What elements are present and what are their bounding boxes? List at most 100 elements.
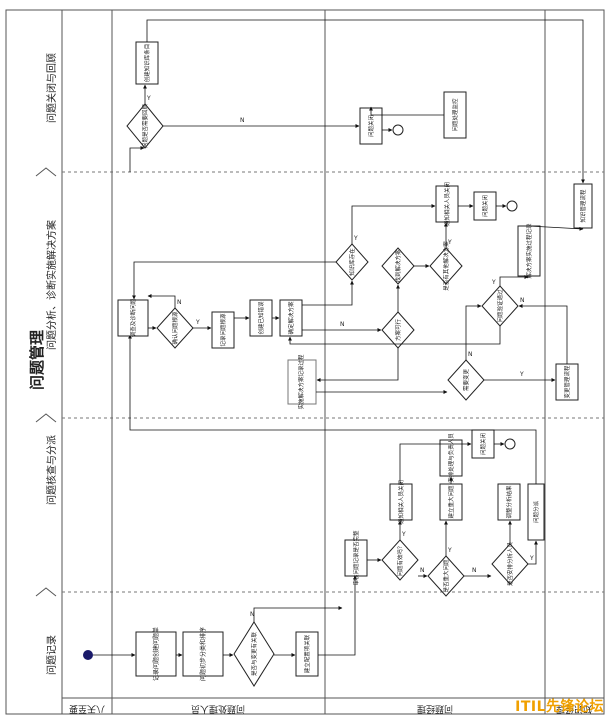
edge-label-n-reason: N — [177, 299, 182, 306]
node-decision-review-needed-label: 问题是否需要回顾 — [141, 104, 149, 149]
node-decision-assign-label: 是否安排分析人员 — [506, 542, 514, 587]
end-node-a — [504, 438, 516, 450]
node-close-c-label: 问题关闭 — [481, 195, 489, 217]
edge-verify-back — [288, 326, 501, 345]
edge-config-up — [318, 575, 357, 656]
node-review-mgmt-label: 问题处理监控 — [451, 98, 459, 132]
edge-label-n-1: N — [250, 611, 255, 618]
node-decision-related-label: 是否与变更有关联 — [250, 632, 258, 677]
edge-label-y-other: Y — [447, 239, 452, 246]
node-decision-major-label: 是否重大问题 — [442, 559, 450, 593]
lane-dividers — [111, 10, 546, 714]
node-record-cause-label: 记录问题根源 — [219, 313, 227, 347]
node-knowledge-flow-label: 知识管理流程 — [579, 189, 587, 223]
edge-feasible-impl — [316, 348, 399, 382]
node-decision-related — [233, 621, 275, 687]
node-handover — [439, 439, 463, 477]
node-decision-knowledge-label: 知识库存在 — [348, 248, 356, 276]
edge-related-up — [253, 606, 343, 622]
node-decision-change-label: 需要变更 — [462, 369, 470, 392]
edge-mgmt-close — [369, 106, 444, 116]
node-close-a-label: 问题关闭 — [479, 433, 487, 455]
node-record-create-label: 记录问题创建问题单 — [152, 627, 160, 681]
edge-label-n-change: N — [468, 351, 473, 358]
edge-dispatch-up — [128, 334, 537, 484]
node-review-record-label: 审核问题记录是否完整 — [352, 530, 360, 586]
edges-phase4 — [129, 19, 585, 184]
node-notify-close-label: 通知相关人员关闭 — [397, 480, 405, 524]
node-solution-confirm — [279, 299, 303, 337]
node-change-mgmt-label: 变更管理流程 — [563, 365, 571, 399]
node-known-error-label: 创建已知错误 — [257, 301, 265, 335]
node-investigate-label: 调查及诊断问题 — [129, 298, 137, 337]
node-decision-valid — [381, 539, 419, 581]
node-assign-analyst-label: 调整分析结果 — [505, 485, 513, 519]
node-establish-problem-label: 建立重大问题 — [447, 485, 455, 519]
node-decision-workaround-label: 找到解决方案 — [394, 249, 402, 283]
edge-knowledge-investigate — [132, 261, 336, 300]
page-title: 问题管理 — [28, 330, 46, 390]
edge-verify-impl2 — [499, 275, 529, 286]
node-decision-feasible-label: 方案可行 — [394, 319, 402, 342]
phase-label-analyze: 问题分析、诊断实施解决方案 — [45, 220, 58, 350]
node-decision-reason-label: 确认问题根源 — [171, 311, 179, 345]
edge-label-y-verify: Y — [491, 279, 496, 286]
separator-tick-3 — [35, 167, 57, 177]
lane-label-0: 八天至要 — [69, 703, 105, 714]
edge-label-y-reason: Y — [195, 319, 200, 326]
edge-label-n-feasible: N — [340, 321, 345, 328]
edge-label-y-assign: Y — [529, 555, 534, 562]
node-config-link-label: 建立配置项关联 — [303, 634, 311, 673]
node-config-link — [295, 631, 319, 677]
separator-tick-2 — [35, 413, 57, 423]
node-investigate — [117, 299, 149, 337]
node-decision-assign — [491, 543, 529, 585]
edge-impl2-knowledge — [528, 225, 584, 231]
node-review-record — [344, 539, 368, 577]
lane-label-3: 知识经理 — [556, 703, 592, 715]
node-solution-confirm-label: 确定解决方案 — [287, 301, 295, 335]
node-decision-verify-label: 问题验证通过 — [496, 289, 504, 323]
node-create-kb-label: 创建知识库条目 — [143, 44, 151, 83]
edge-label-y-knowledge: Y — [353, 235, 358, 242]
node-initial-classify-label: 问题初步分类和排序 — [199, 627, 207, 681]
node-decision-change — [447, 359, 485, 401]
edge-notify-close — [399, 442, 472, 484]
edge-label-n-valid: N — [420, 567, 425, 574]
node-decision-valid-label: 问题有效吗？ — [396, 543, 404, 576]
node-record-cause — [211, 311, 235, 349]
phase-separator-ticks — [35, 167, 57, 597]
edge-change-verify — [465, 304, 482, 360]
node-notify-b-label: 通知相关人员关闭 — [443, 182, 451, 226]
node-notify-close — [389, 483, 413, 521]
node-handover-label: 安排处理与负责人员 — [447, 433, 455, 483]
phase-headers: 问题记录 问题核查与分派 问题分析、诊断实施解决方案 问题关闭与回顾 — [45, 53, 58, 675]
lane-label-1: 问题处理人员 — [191, 703, 245, 715]
start-node — [83, 650, 93, 660]
separator-tick-1 — [35, 587, 57, 597]
edge-mgmt-verify — [518, 304, 568, 364]
node-initial-classify — [182, 631, 224, 677]
node-decision-knowledge — [335, 243, 369, 281]
edge-label-y-review: Y — [146, 95, 151, 102]
edge-assign-dispatch — [528, 540, 538, 565]
node-assign-analyst — [497, 483, 521, 521]
edge-label-y-change: Y — [519, 371, 524, 378]
edge-createkb-knowledge — [146, 19, 585, 184]
edge-label-y-valid: Y — [401, 531, 406, 538]
node-decision-major — [427, 555, 465, 597]
edge-label-y-major: Y — [447, 547, 452, 554]
end-node-c — [506, 200, 518, 212]
node-problem-dispatch-label: 问题分派 — [532, 501, 540, 524]
node-decision-other — [429, 247, 463, 285]
node-notify-b — [435, 185, 459, 223]
phase-label-review: 问题核查与分派 — [45, 435, 58, 505]
edge-label-n-review: N — [240, 117, 245, 124]
node-impl-record-label: 实施解决方案记录过程 — [297, 354, 305, 410]
phase-label-record: 问题记录 — [45, 635, 58, 675]
lane-label-2: 问题经理 — [417, 703, 453, 715]
watermark: ITIL先锋论坛 — [515, 699, 604, 715]
node-impl-record — [287, 359, 317, 405]
node-decision-review-needed — [126, 103, 164, 149]
